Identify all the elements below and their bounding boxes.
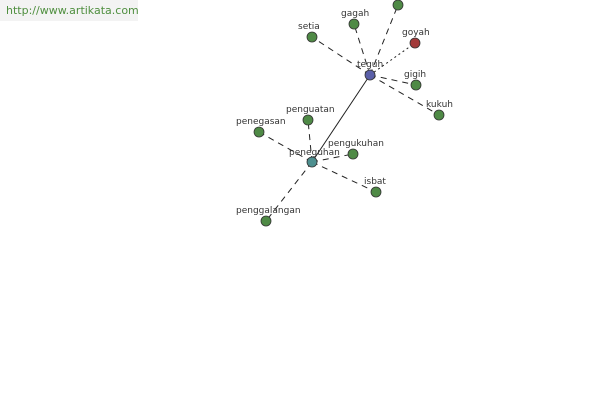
node-isbat[interactable] <box>370 186 382 198</box>
label-penggalangan: penggalangan <box>236 206 301 216</box>
label-goyah: goyah <box>402 28 430 38</box>
node-gagah[interactable] <box>348 18 360 30</box>
node-penguatan[interactable] <box>302 114 314 126</box>
label-penguatan: penguatan <box>286 105 335 115</box>
node-peneguhan[interactable] <box>306 156 318 168</box>
edge-teguh-gagah <box>353 23 371 76</box>
label-gigih: gigih <box>404 70 426 80</box>
label-peneguhan: peneguhan <box>289 148 340 158</box>
edge-peneguhan-penggalangan <box>265 161 313 222</box>
edge-teguh-goyah <box>369 42 416 76</box>
edge-peneguhan-isbat <box>311 161 377 193</box>
label-gagah: gagah <box>341 9 369 19</box>
node-goyah[interactable] <box>409 37 421 49</box>
graph-labels: teguh peneguhan gagah setia goyah gigih kukuh p… <box>236 9 453 216</box>
edge-teguh-setia <box>311 36 371 76</box>
node-setia[interactable] <box>306 31 318 43</box>
edge-teguh-gigih <box>369 74 417 86</box>
label-setia: setia <box>298 22 320 32</box>
graph-edges <box>258 4 440 222</box>
watermark-url: http://www.artikata.com <box>0 0 139 21</box>
edge-teguh-peneguhan <box>311 74 371 163</box>
label-isbat: isbat <box>364 177 386 187</box>
label-pengukuhan: pengukuhan <box>328 139 384 149</box>
edge-peneguhan-penguatan <box>307 119 313 163</box>
edge-teguh-kukuh <box>369 74 440 116</box>
edge-teguh-top-unlabeled <box>369 4 399 76</box>
graph-nodes <box>253 0 445 227</box>
label-penegasan: penegasan <box>236 117 286 127</box>
label-kukuh: kukuh <box>426 100 453 110</box>
node-pengukuhan[interactable] <box>347 148 359 160</box>
edge-peneguhan-pengukuhan <box>311 153 354 163</box>
label-teguh: teguh <box>357 60 383 70</box>
node-top-unlabeled[interactable] <box>392 0 404 11</box>
node-penggalangan[interactable] <box>260 215 272 227</box>
node-teguh[interactable] <box>364 69 376 81</box>
node-gigih[interactable] <box>410 79 422 91</box>
node-penegasan[interactable] <box>253 126 265 138</box>
node-kukuh[interactable] <box>433 109 445 121</box>
